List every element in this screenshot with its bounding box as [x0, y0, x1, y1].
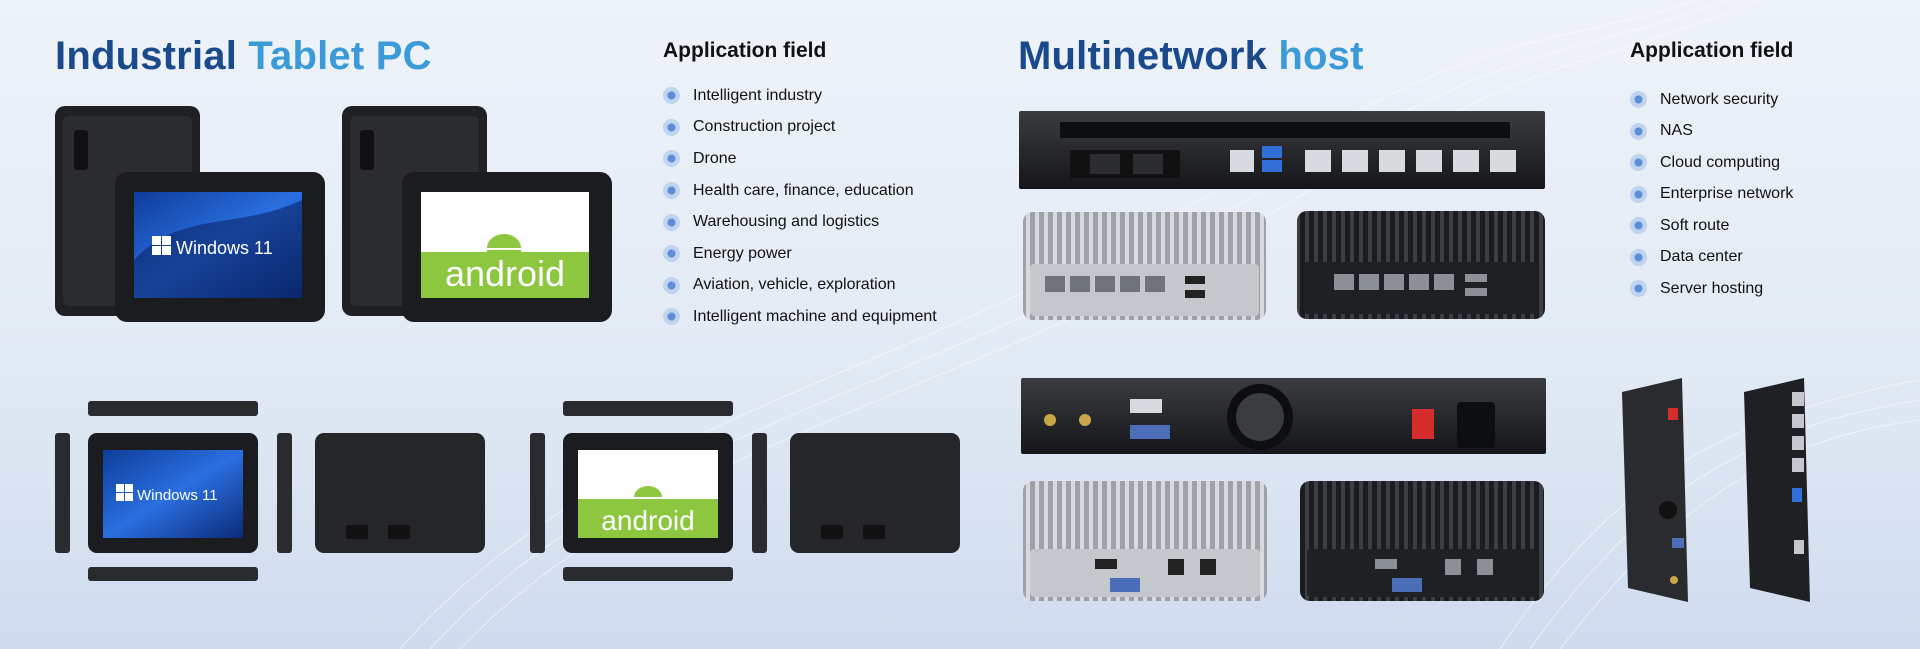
bullet-icon: [1630, 122, 1647, 140]
bullet-icon: [663, 182, 680, 200]
bullet-icon: [663, 308, 680, 326]
android-screen-text: android: [601, 505, 694, 536]
bullet-icon: [1630, 185, 1647, 203]
black-mini-pc-io: [1300, 481, 1544, 601]
list-item: Soft route: [1630, 210, 1793, 242]
android-screen-text: android: [445, 253, 565, 294]
windows-screen-text: Windows 11: [176, 238, 273, 258]
bullet-icon: [663, 213, 680, 231]
bullet-icon: [1630, 248, 1647, 266]
bullet-icon: [663, 150, 680, 168]
windows-screen-text: Windows 11: [137, 487, 218, 504]
list-item: Health care, finance, education: [663, 175, 937, 207]
bullet-icon: [1630, 217, 1647, 235]
industrial-tablet-title: Industrial Tablet PC: [55, 34, 432, 79]
list-item: NAS: [1630, 116, 1793, 148]
list-item: Network security: [1630, 84, 1793, 116]
list-item: Server hosting: [1630, 273, 1793, 305]
list-item: Intelligent industry: [663, 80, 937, 112]
list-item: Cloud computing: [1630, 147, 1793, 179]
list-item: Energy power: [663, 238, 937, 270]
android-robot-icon: [487, 234, 521, 268]
multinetwork-host-title: Multinetwork host: [1018, 34, 1364, 79]
title-word-1: Industrial: [55, 34, 238, 78]
rack-network-host-front: [1019, 111, 1545, 189]
title-word-2: host: [1278, 34, 1364, 78]
bullet-icon: [1630, 280, 1647, 298]
list-item: Drone: [663, 143, 937, 175]
tower-host-rear: [1622, 378, 1688, 602]
android-tablet-front: android: [402, 172, 612, 322]
tablet-application-list: Intelligent industry Construction projec…: [663, 80, 937, 333]
host-application-list: Network security NAS Cloud computing Ent…: [1630, 84, 1793, 305]
list-item: Warehousing and logistics: [663, 206, 937, 238]
list-item: Intelligent machine and equipment: [663, 301, 937, 333]
host-application-heading: Application field: [1630, 39, 1794, 62]
bullet-icon: [1630, 91, 1647, 109]
list-item: Data center: [1630, 242, 1793, 274]
bullet-icon: [663, 276, 680, 294]
windows-tablet-front: Windows 11: [115, 172, 325, 322]
list-item: Construction project: [663, 112, 937, 144]
title-word-2: Tablet PC: [248, 34, 432, 78]
rack-network-host-rear: [1021, 378, 1546, 454]
tower-host-side-ports: [1744, 378, 1810, 602]
list-item: Aviation, vehicle, exploration: [663, 270, 937, 302]
windows-tablet-views: Windows 11: [55, 401, 485, 581]
windows-logo-icon: [152, 236, 171, 255]
black-mini-pc-lan: [1297, 211, 1545, 319]
bullet-icon: [1630, 154, 1647, 172]
android-tablet-views: android: [530, 401, 960, 581]
title-word-1: Multinetwork: [1018, 34, 1268, 78]
bullet-icon: [663, 87, 680, 105]
bullet-icon: [663, 118, 680, 136]
silver-mini-pc-io: [1023, 481, 1267, 601]
silver-mini-pc-lan: [1023, 212, 1266, 320]
list-item: Enterprise network: [1630, 179, 1793, 211]
tablet-application-heading: Application field: [663, 39, 827, 62]
bullet-icon: [663, 245, 680, 263]
